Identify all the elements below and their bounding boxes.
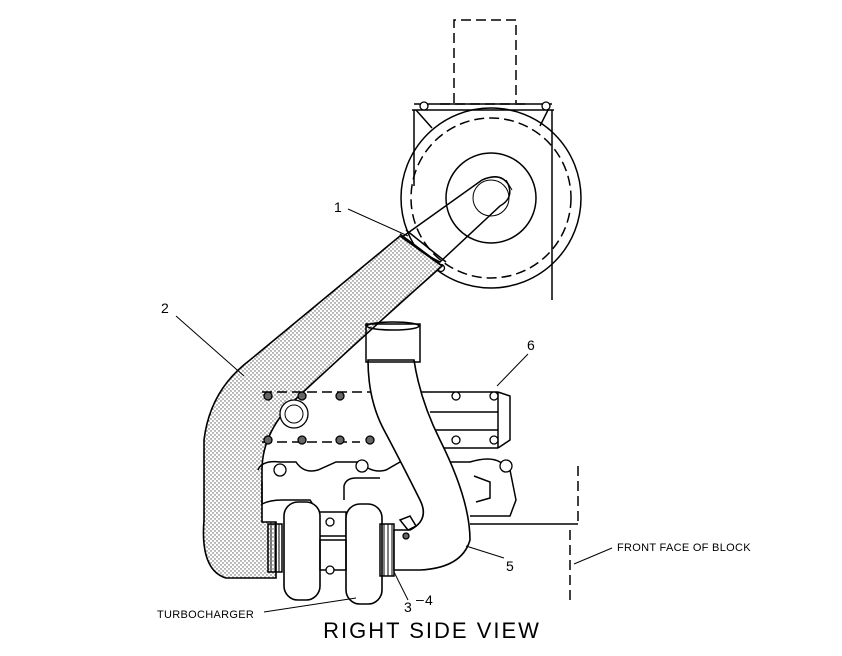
callout-5: 5: [506, 558, 514, 574]
callout-4: 4: [425, 592, 433, 608]
callout-6: 6: [527, 337, 535, 353]
leader-lines: [175, 208, 529, 613]
air-inlet-stack: [440, 19, 530, 105]
air-cleaner-bracket: [412, 101, 554, 300]
callout-3: 3: [404, 599, 412, 615]
callout-4-dash: –: [416, 591, 424, 607]
turbocharger-label: TURBOCHARGER: [157, 609, 254, 621]
air-cleaner: [400, 107, 582, 289]
callout-1: 1: [334, 199, 342, 215]
flex-hose: [202, 234, 444, 579]
view-title: RIGHT SIDE VIEW: [323, 618, 541, 643]
front-face-of-block-label: FRONT FACE OF BLOCK: [617, 542, 751, 554]
turbocharger: [267, 501, 395, 605]
compressor-outlet-elbow: [365, 321, 471, 571]
front-face-of-block-reference: [470, 466, 613, 600]
callout-2: 2: [161, 300, 169, 316]
exhaust-manifold: [257, 458, 517, 517]
engine-block-plate: [262, 391, 511, 449]
